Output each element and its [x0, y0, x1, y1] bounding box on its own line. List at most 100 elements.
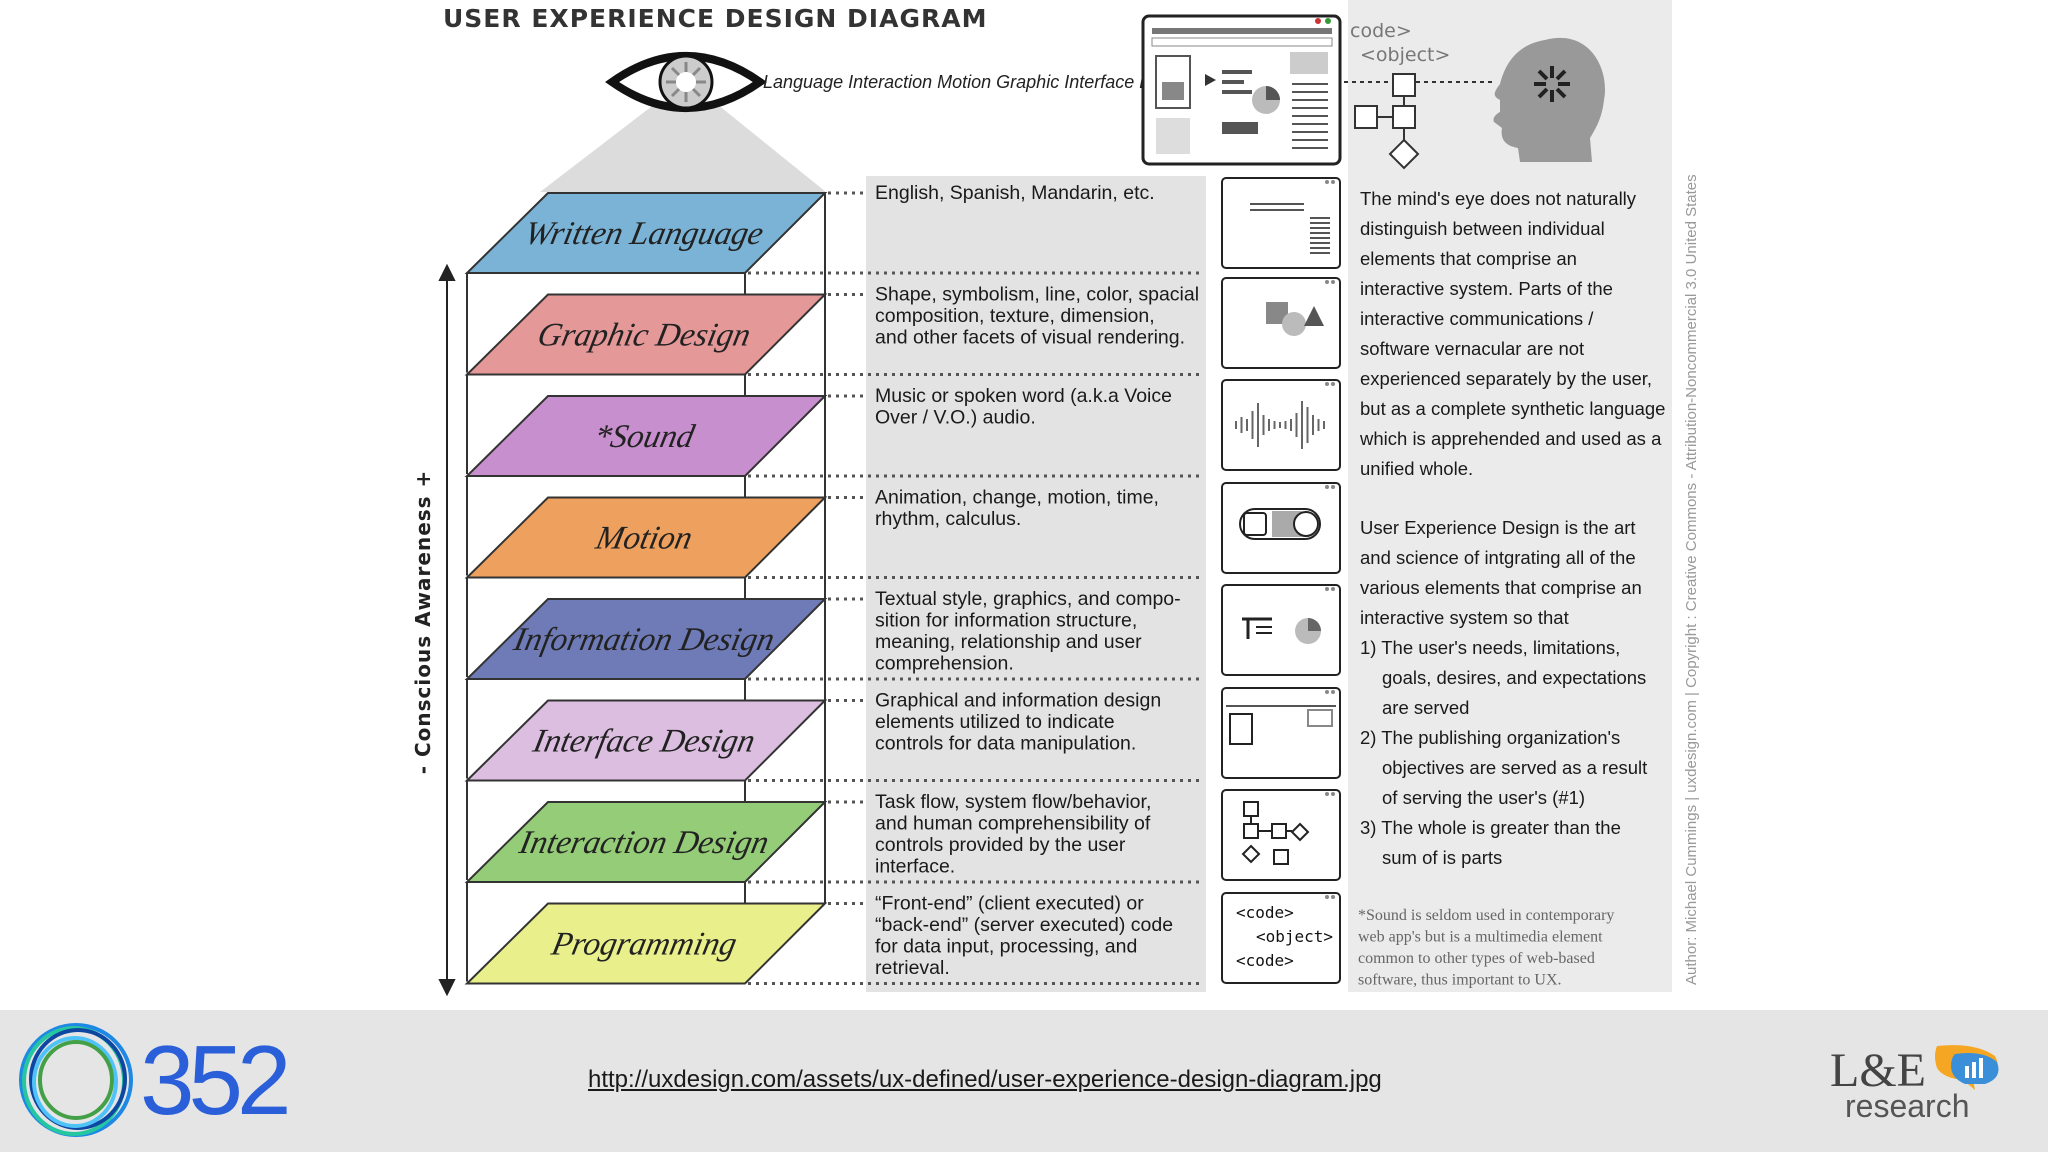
ux-design-diagram: USER EXPERIENCE DESIGN DIAGRAM Language … [411, 0, 1700, 997]
layer-icon-box [1221, 687, 1341, 779]
layer-description-line: controls for data manipulation. [875, 733, 1136, 755]
layer-plate [464, 192, 828, 274]
layer-label: Programming [547, 926, 740, 963]
paragraph-line: but as a complete synthetic language [1360, 398, 1665, 419]
layer-description-line: Animation, change, motion, time, [875, 487, 1159, 509]
sound-footnote: *Sound is seldom used in contemporary web… [1358, 907, 1614, 989]
paragraph-line: and science of intgrating all of the [1360, 547, 1636, 568]
paragraph-line: *Sound is seldom used in contemporary [1358, 907, 1614, 924]
head-code-line-1: code> [1350, 20, 1412, 42]
layer-description-line: interface. [875, 856, 955, 878]
layer-plate [464, 801, 828, 883]
layer-label: Interaction Design [515, 824, 772, 861]
layer-description-line: composition, texture, dimension, [875, 305, 1155, 327]
paragraph-line: goals, desires, and expectations [1382, 667, 1646, 688]
paragraph-line: distinguish between individual [1360, 218, 1605, 239]
toggle-icon [1239, 508, 1321, 540]
paragraph-line: 3) The whole is greater than the [1360, 817, 1621, 838]
paragraph-line: The mind's eye does not naturally [1360, 188, 1637, 209]
layer-plate [464, 395, 828, 477]
layer-description-line: “Front-end” (client executed) or [875, 893, 1144, 915]
layer-stack: Written Language English, Spanish, Mandar… [464, 177, 1341, 985]
explanation-paragraph-2: User Experience Design is the art and sci… [1360, 517, 1647, 868]
source-link[interactable]: http://uxdesign.com/assets/ux-defined/us… [588, 1066, 1382, 1093]
layer-icon-box [1221, 177, 1341, 269]
layer-label: Motion [592, 520, 696, 557]
paragraph-line: are served [1382, 697, 1469, 718]
paragraph-line: sum of is parts [1382, 847, 1502, 868]
code-icon-line-2: <object> [1256, 927, 1333, 946]
layer-label: Interface Design [529, 723, 759, 760]
brand-name: L&E [1830, 1044, 1926, 1097]
text-lines-icon [1250, 203, 1330, 254]
layer-plate [464, 699, 828, 782]
layer-description-line: for data input, processing, and [875, 936, 1137, 958]
layer-description-line: elements utilized to indicate [875, 711, 1115, 733]
slide-footer [0, 1010, 2048, 1152]
layer-label: Information Design [510, 621, 778, 658]
layer-description-line: comprehension. [875, 653, 1014, 675]
layer-plate [464, 293, 828, 376]
le-research-logo-icon [1935, 1045, 1999, 1090]
window-icon [1226, 705, 1336, 745]
layer-label: *Sound [591, 418, 698, 455]
layer-description-line: controls provided by the user [875, 834, 1126, 856]
paragraph-line: objectives are served as a result [1382, 757, 1647, 778]
paragraph-line: elements that comprise an [1360, 248, 1577, 269]
layer-icon-box [1221, 584, 1341, 676]
paragraph-line: experienced separately by the user, [1360, 368, 1652, 389]
layer-description-line: Shape, symbolism, line, color, spacial [875, 284, 1199, 306]
screen-wireframe [1141, 14, 1342, 166]
shapes-icon [1266, 302, 1324, 336]
layer-label: Written Language [522, 215, 767, 252]
layer-description-line: English, Spanish, Mandarin, etc. [875, 182, 1155, 204]
awareness-axis [438, 263, 456, 997]
layer-plate [464, 496, 828, 579]
layer-label: Graphic Design [534, 317, 753, 354]
eye-light-cone [540, 100, 826, 192]
code-icon-line-3: <code> [1236, 951, 1294, 970]
code-icon-line-1: <code> [1236, 903, 1294, 922]
logo-number: 352 [140, 1025, 291, 1135]
paragraph-line: 1) The user's needs, limitations, [1360, 637, 1620, 658]
axis-label: - Conscious Awareness + [411, 470, 435, 775]
layer-description-line: retrieval. [875, 957, 950, 979]
paragraph-line: interactive system so that [1360, 607, 1569, 628]
paragraph-line: which is apprehended and used as a [1359, 428, 1662, 449]
layer-plate [464, 598, 828, 680]
layer-description-line: Music or spoken word (a.k.a Voice [875, 385, 1172, 407]
description-column-bg [866, 176, 1206, 992]
layer-icon-box [1221, 892, 1341, 984]
paragraph-line: 2) The publishing organization's [1360, 727, 1620, 748]
layer-plate [464, 902, 828, 985]
layer-description-line: rhythm, calculus. [875, 508, 1021, 530]
layer-description-line: meaning, relationship and user [875, 631, 1142, 653]
diagram-title: USER EXPERIENCE DESIGN DIAGRAM [443, 4, 987, 33]
code-icon-box: <code> <object> <code> [1236, 903, 1333, 970]
layer-description-line: and other facets of visual rendering. [875, 327, 1185, 349]
layer-description-line: Over / V.O.) audio. [875, 407, 1036, 429]
paragraph-line: interactive system. Parts of the [1360, 278, 1613, 299]
layer-description-line: Graphical and information design [875, 690, 1161, 712]
head-code-line-2: <object> [1360, 44, 1450, 66]
paragraph-line: of serving the user's (#1) [1382, 787, 1585, 808]
layer-description-line: “back-end” (server executed) code [875, 914, 1173, 936]
flowchart-connector [1344, 73, 1496, 170]
layer-description-line: Task flow, system flow/behavior, [875, 791, 1151, 813]
layer-description-line: and human comprehensibility of [875, 813, 1151, 835]
paragraph-line: web app's but is a multimedia element [1358, 929, 1603, 946]
copyright-credit: Author: Michael Cummings | uxdesign.com … [1683, 174, 1700, 985]
paragraph-line: common to other types of web-based [1358, 950, 1595, 967]
paragraph-line: User Experience Design is the art [1360, 517, 1636, 538]
eye-caption: Language Interaction Motion Graphic Inte… [763, 72, 1162, 92]
layer-description-line: Textual style, graphics, and compo- [875, 588, 1181, 610]
flowchart-icon [1241, 801, 1310, 865]
paragraph-line: interactive communications / [1360, 308, 1594, 329]
paragraph-line: software vernacular are not [1360, 338, 1584, 359]
head-icon [1493, 37, 1606, 162]
circles-logo-icon [19, 1023, 133, 1137]
eye-icon [605, 52, 767, 112]
paragraph-line: unified whole. [1360, 458, 1473, 479]
waveform-icon [1235, 401, 1325, 449]
layer-description-line: sition for information structure, [875, 610, 1137, 632]
